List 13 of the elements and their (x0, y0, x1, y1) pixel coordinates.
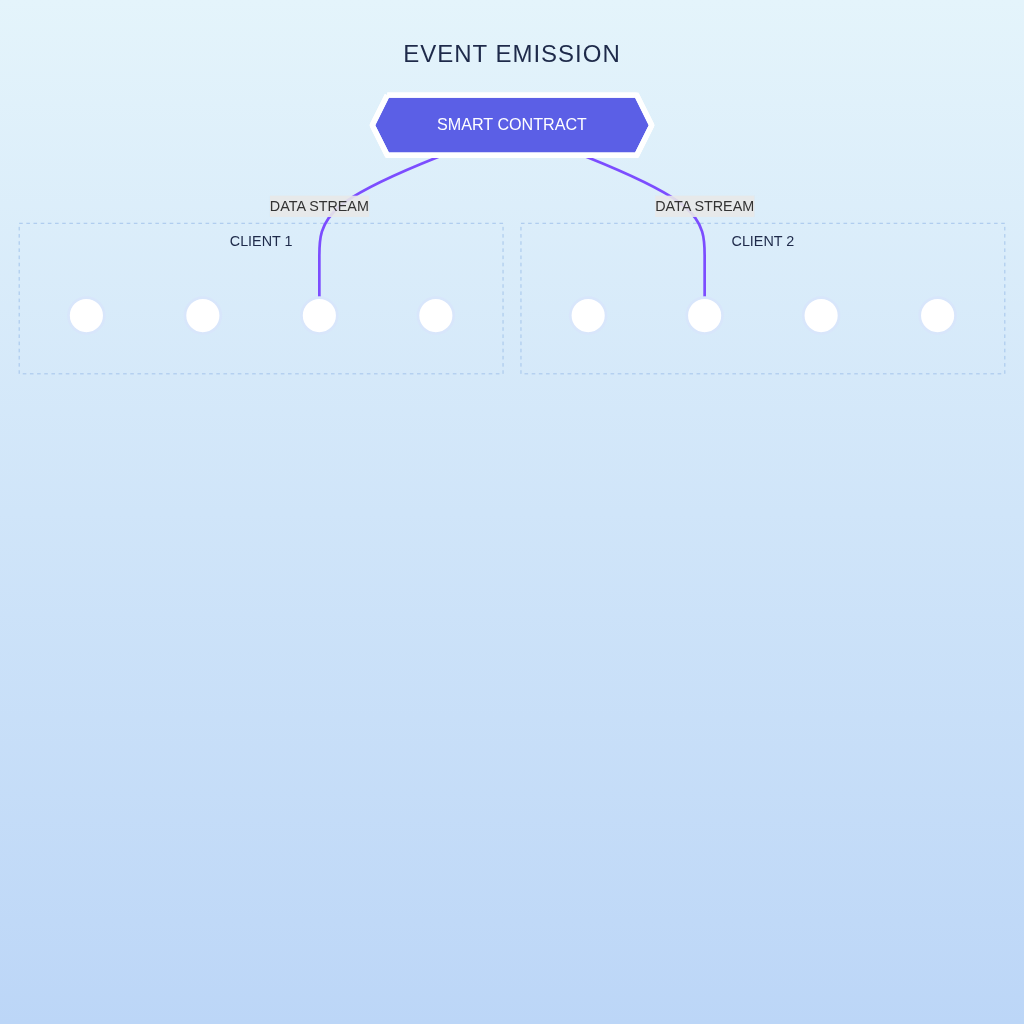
node-circle (918, 296, 957, 335)
node-circle (568, 296, 608, 335)
diagram-heading: EVENT EMISSION (403, 40, 621, 67)
node-circle (67, 296, 106, 335)
node-circle (685, 296, 724, 335)
edge-label: DATA STREAM (269, 198, 369, 214)
node-circle (801, 296, 841, 335)
node-circle (183, 296, 223, 335)
cluster: CLIENT 2 (520, 222, 1006, 375)
node-circle (416, 296, 456, 335)
node-circle (300, 296, 339, 335)
edge-label: DATA STREAM (655, 198, 755, 214)
cluster: CLIENT 1 (18, 222, 504, 375)
